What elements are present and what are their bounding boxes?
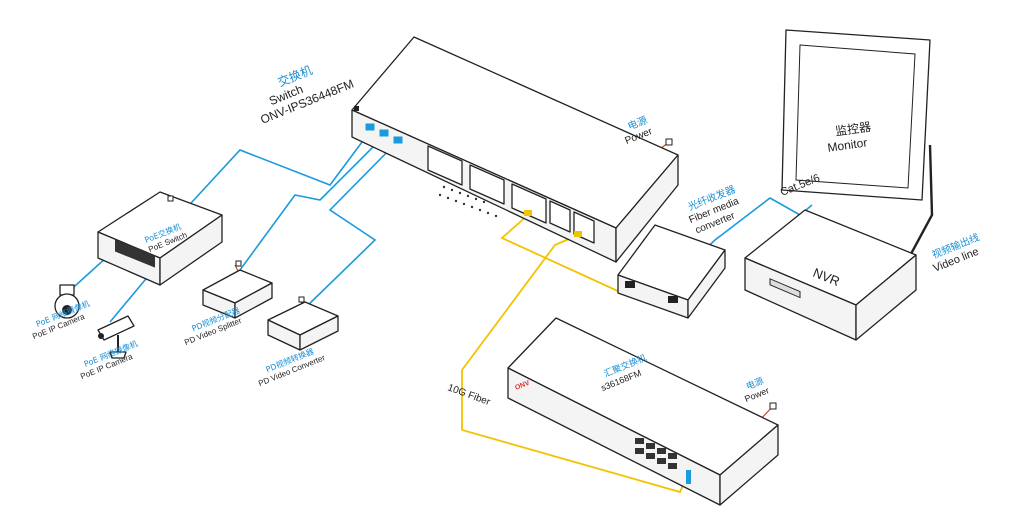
nvr-device	[744, 209, 917, 341]
video-splitter-device	[202, 269, 273, 319]
fiber-converter-device	[617, 224, 726, 319]
port-uplink-2	[379, 129, 389, 137]
vent-dots	[438, 185, 498, 218]
monitor-icon	[781, 29, 934, 266]
port-uplink-3	[393, 136, 403, 144]
fiber-core-to-aggregation-switch	[461, 234, 691, 494]
monitor-label-en: Monitor	[827, 135, 869, 154]
aggregation-switch	[507, 317, 779, 506]
fiber-core-to-fiber-converter	[500, 214, 621, 293]
cable-core-to-converter	[304, 139, 400, 309]
port-fiber-1	[524, 210, 532, 216]
cable-core-to-splitter	[239, 134, 386, 271]
fiber-cables	[461, 214, 691, 494]
port-fiber-2	[574, 231, 582, 237]
dome-camera-icon	[54, 284, 80, 319]
video-converter-device	[267, 301, 339, 351]
core-switch	[351, 36, 679, 263]
power-plug-icons	[167, 138, 777, 410]
bullet-camera-icon	[97, 315, 135, 359]
port-uplink-1	[365, 123, 375, 131]
cable-core-to-poe-switch	[179, 129, 372, 216]
monitor-label-cn: 监控器	[834, 120, 872, 139]
poe-switch	[97, 191, 223, 286]
fiber-cable-label: 10G Fiber	[446, 382, 492, 408]
agg-port-block	[635, 438, 677, 469]
